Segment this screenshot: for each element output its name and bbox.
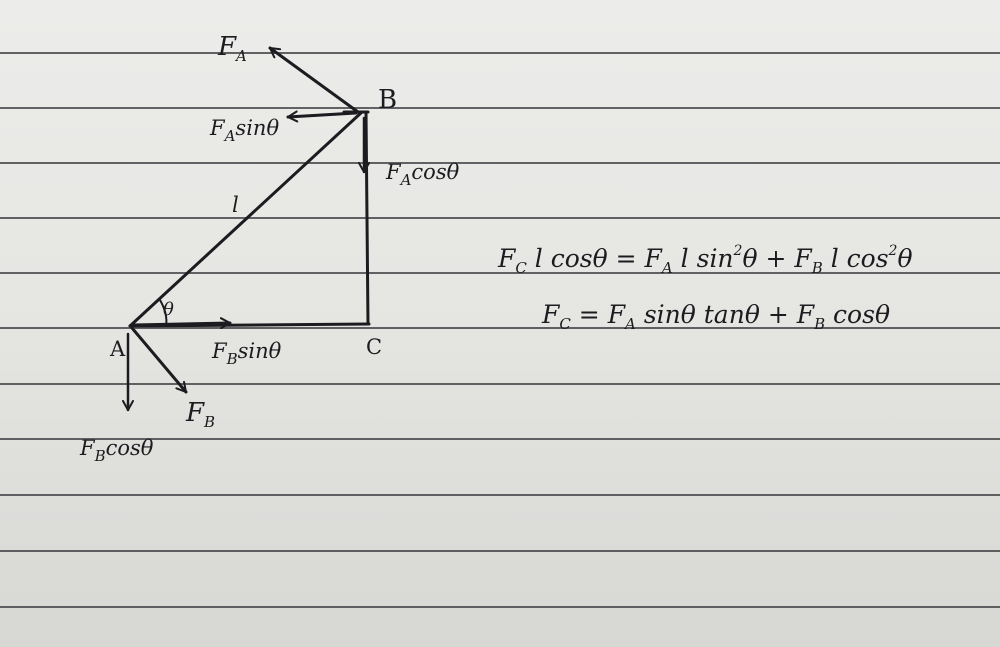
moment-equation: FC l cosθ = FA l sin2θ + FB l cos2θ: [498, 243, 913, 277]
hypotenuse-AB: [128, 110, 364, 328]
point-label-B: B: [378, 85, 398, 115]
force-FB-arrow: [130, 326, 188, 394]
force-label-FB: FB: [186, 398, 216, 431]
ruled-line: [0, 52, 1000, 54]
side-length-label: l: [232, 193, 239, 217]
force-label-FB-cos: FBcosθ: [80, 436, 154, 465]
ruled-line: [0, 217, 1000, 219]
ruled-line: [0, 327, 1000, 329]
force-label-FA-cos: FAcosθ: [386, 160, 460, 189]
force-FA-sin-arrow: [286, 110, 358, 123]
ruled-line: [0, 606, 1000, 608]
ruled-line: [0, 162, 1000, 164]
angle-label: θ: [163, 299, 174, 320]
force-label-FA-sin: FAsinθ: [210, 116, 280, 145]
ruled-line: [0, 383, 1000, 385]
point-label-A: A: [110, 337, 126, 361]
result-equation: FC = FA sinθ tanθ + FB cosθ: [542, 300, 890, 333]
ruled-line: [0, 494, 1000, 496]
ruled-line: [0, 107, 1000, 109]
ruled-line: [0, 550, 1000, 552]
force-label-FA: FA: [218, 32, 247, 65]
ruled-line: [0, 272, 1000, 274]
force-FA-arrow: [268, 46, 360, 114]
force-label-FB-sin: FBsinθ: [212, 339, 282, 368]
ruled-line: [0, 438, 1000, 440]
force-FB-sin-arrow: [132, 317, 232, 330]
point-label-C: C: [366, 335, 383, 359]
side-BC: [364, 110, 370, 326]
